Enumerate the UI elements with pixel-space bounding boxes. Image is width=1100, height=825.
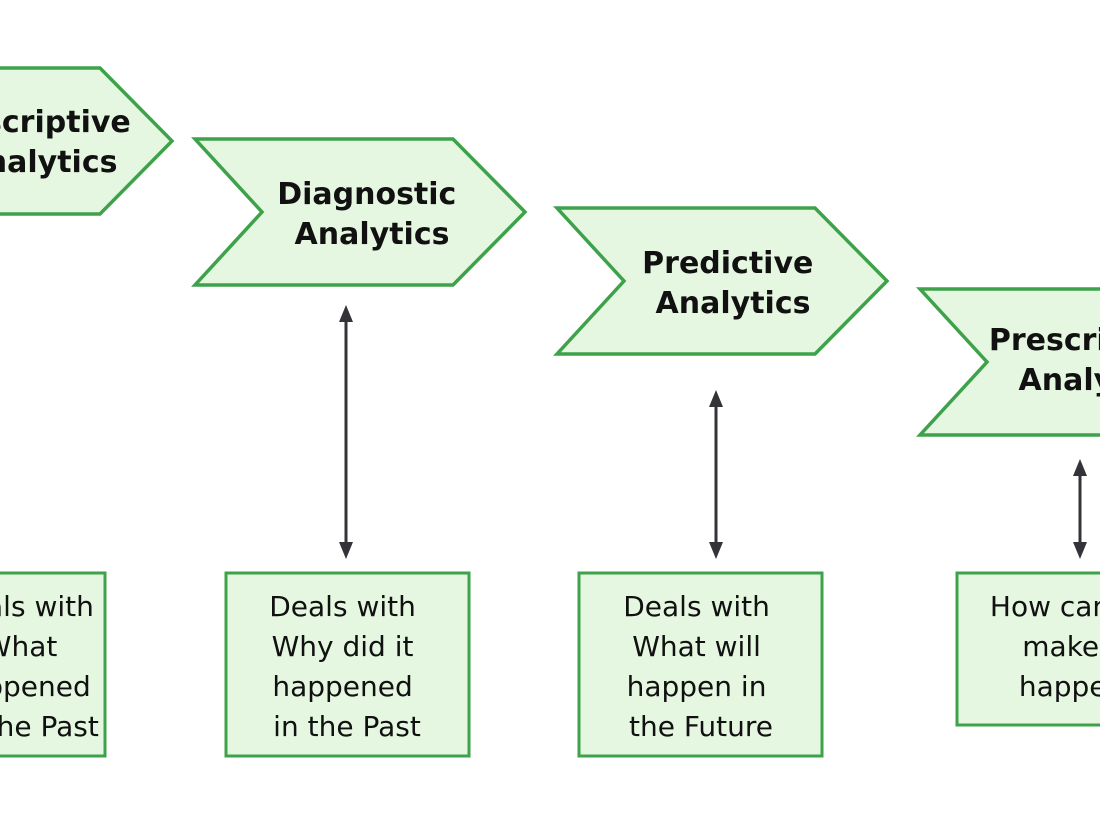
descriptive-description-box: [0, 571, 107, 758]
predictive-description-box: [577, 571, 824, 758]
predictive-connector-arrow: [709, 390, 723, 559]
prescriptive-chevron: [916, 287, 1100, 437]
diagnostic-title: Diagnostic Analytics: [277, 177, 467, 252]
stage-prescriptive: Prescriptive Analytics How can we make i…: [916, 287, 1100, 727]
descriptive-title: Descriptive Analytics: [0, 105, 141, 180]
stage-diagnostic: Diagnostic Analytics Deals with Why did …: [191, 137, 528, 758]
predictive-description: Deals with What will happen in the Futur…: [623, 590, 779, 743]
descriptive-description: Deals with What happened in the Past: [0, 590, 103, 743]
prescriptive-description: How can we make it happen?: [990, 590, 1100, 703]
prescriptive-connector-arrow: [1073, 459, 1087, 559]
diagnostic-chevron: [191, 137, 528, 287]
stage-predictive: Predictive Analytics Deals with What wil…: [553, 206, 890, 758]
predictive-title: Predictive Analytics: [642, 246, 824, 321]
diagnostic-connector-arrow: [339, 305, 353, 559]
prescriptive-description-box: [955, 571, 1100, 727]
stage-descriptive: Descriptive Analytics Deals with What ha…: [0, 66, 175, 758]
diagnostic-description-box: [224, 571, 471, 758]
prescriptive-title: Prescriptive Analytics: [989, 323, 1100, 398]
descriptive-chevron: [0, 66, 175, 216]
diagnostic-description: Deals with Why did it happened in the Pa…: [269, 590, 425, 743]
predictive-chevron: [553, 206, 890, 356]
